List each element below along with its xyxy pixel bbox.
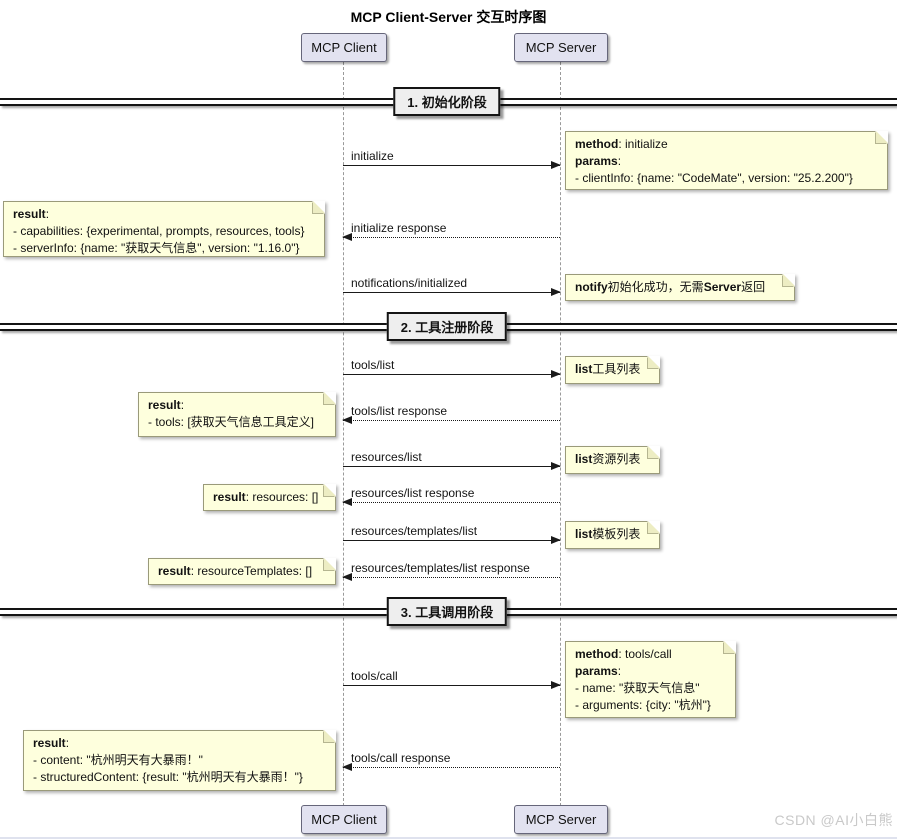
note-line: params: [575,154,622,168]
note-templates-list: list模板列表 [565,521,660,549]
note-line: - arguments: {city: "杭州"} [575,698,711,712]
phase-label-3: 3. 工具调用阶段 [400,605,494,620]
bottom-divider [0,837,897,839]
note-initialize-response: result: - capabilities: {experimental, p… [3,201,325,257]
arrowhead-left-icon [342,233,352,241]
client-lifeline [343,62,344,806]
server-lifeline [560,62,561,806]
note-tools-list: list工具列表 [565,356,660,384]
phase-label-2: 2. 工具注册阶段 [400,320,494,335]
message-arrow-templates-list-response [342,573,560,581]
message-arrow-tools-list-response [342,416,560,424]
note-tools-call-request: method: tools/call params: - name: "获取天气… [565,641,736,718]
arrowhead-right-icon [551,462,561,470]
note-line: list工具列表 [575,362,641,376]
note-line: result: resources: [] [213,490,319,504]
message-label-initialize-response: initialize response [351,221,447,235]
note-line: - name: "获取天气信息" [575,681,700,695]
note-line: result: resourceTemplates: [] [158,564,313,578]
arrowhead-right-icon [551,536,561,544]
arrowhead-right-icon [551,161,561,169]
message-label-tools-call: tools/call [351,669,398,683]
arrowhead-right-icon [551,288,561,296]
note-resources-list: list资源列表 [565,446,660,474]
arrowhead-left-icon [342,763,352,771]
arrowhead-right-icon [551,681,561,689]
message-label-templates-list: resources/templates/list [351,524,478,538]
note-line: - content: "杭州明天有大暴雨！" [33,753,203,767]
phase-label-1: 1. 初始化阶段 [407,95,487,110]
note-line: result: [148,398,185,412]
note-line: result: [33,736,70,750]
message-arrow-resources-list-response [342,498,560,506]
note-line: method: tools/call [575,647,672,661]
note-tools-result: result: - tools: [获取天气信息工具定义] [138,392,336,437]
message-arrow-resources-list [343,462,561,470]
arrowhead-left-icon [342,573,352,581]
message-label-tools-list-response: tools/list response [351,404,448,418]
message-label-tools-call-response: tools/call response [351,751,451,765]
note-notify: notify初始化成功，无需Server返回 [565,274,795,301]
message-label-tools-list: tools/list [351,358,395,372]
message-arrow-tools-call [343,681,561,689]
csdn-watermark: CSDN @AI小白熊 [774,812,893,828]
note-line: method: initialize [575,137,668,151]
message-label-resources-list-response: resources/list response [351,486,475,500]
diagram-title: MCP Client-Server 交互时序图 [350,9,547,25]
note-line: params: [575,664,622,678]
note-initialize-request: method: initialize params: - clientInfo:… [565,131,888,190]
participant-server-top: MCP Server [514,33,608,62]
note-line: - structuredContent: {result: "杭州明天有大暴雨！… [33,770,303,784]
note-line: - tools: [获取天气信息工具定义] [148,415,315,429]
note-tools-call-result: result: - content: "杭州明天有大暴雨！" - structu… [23,730,336,791]
message-arrow-tools-list [343,370,561,378]
note-line: - capabilities: {experimental, prompts, … [13,224,305,238]
note-line: list模板列表 [575,527,641,541]
message-label-resources-list: resources/list [351,450,422,464]
arrowhead-left-icon [342,416,352,424]
note-line: - serverInfo: {name: "获取天气信息", version: … [13,241,300,255]
phase-divider-2: 2. 工具注册阶段 [386,312,508,341]
message-arrow-templates-list [343,536,561,544]
participant-client-top: MCP Client [301,33,387,62]
note-resources-result: result: resources: [] [203,484,336,511]
message-arrow-notifications-initialized [343,288,561,296]
message-arrow-tools-call-response [342,763,560,771]
participant-server-bottom: MCP Server [514,805,608,834]
participant-client-bottom: MCP Client [301,805,387,834]
note-line: list资源列表 [575,452,641,466]
arrowhead-left-icon [342,498,352,506]
note-templates-result: result: resourceTemplates: [] [148,558,336,585]
phase-divider-1: 1. 初始化阶段 [393,87,501,116]
message-label-notifications-initialized: notifications/initialized [351,276,468,290]
message-arrow-initialize [343,161,561,169]
note-line: result: [13,207,50,221]
arrowhead-right-icon [551,370,561,378]
note-line: - clientInfo: {name: "CodeMate", version… [575,171,853,185]
phase-divider-3: 3. 工具调用阶段 [386,597,508,626]
message-arrow-initialize-response [342,233,560,241]
message-label-initialize: initialize [351,149,394,163]
message-label-templates-list-response: resources/templates/list response [351,561,530,575]
note-line: notify初始化成功，无需Server返回 [575,280,766,294]
